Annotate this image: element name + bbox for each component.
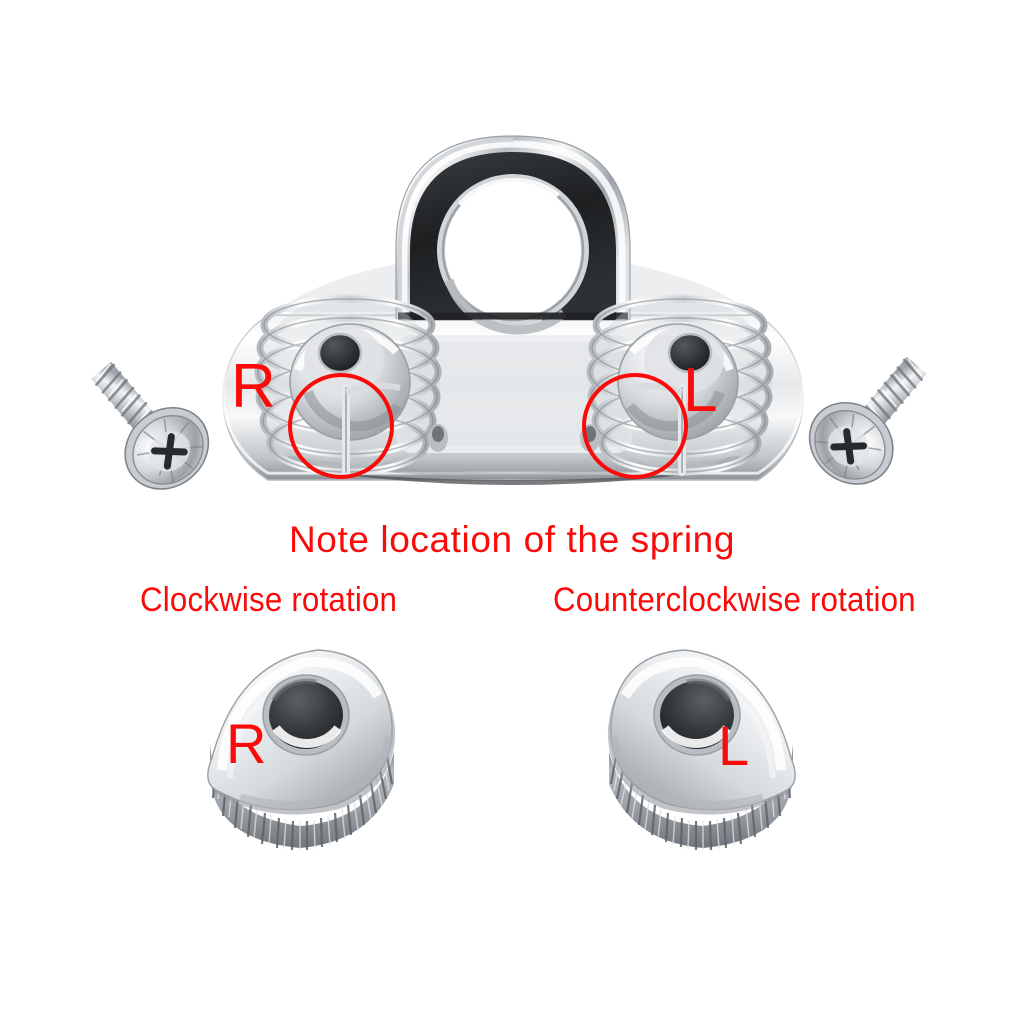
bracket-lifting-loop xyxy=(395,135,631,335)
marker-L-on-knob: L xyxy=(718,714,750,777)
annotation-circle-left-spring xyxy=(582,373,688,479)
knob-right-marked-illustration xyxy=(196,632,411,852)
screw-right-illustration xyxy=(800,330,950,495)
marker-R-on-knob: R xyxy=(226,712,267,775)
screw-left-illustration xyxy=(68,335,218,500)
marker-R-on-bracket: R xyxy=(231,352,276,421)
callout-counterclockwise-rotation: Counterclockwise rotation xyxy=(553,581,916,619)
annotation-circle-right-spring xyxy=(288,373,394,479)
marker-L-on-bracket: L xyxy=(683,356,718,425)
callout-clockwise-rotation: Clockwise rotation xyxy=(140,581,398,619)
knob-cap-face xyxy=(207,649,396,815)
knob-left-marked-illustration xyxy=(592,632,807,852)
callout-note-spring: Note location of the spring xyxy=(288,519,736,560)
knurled-skirt xyxy=(210,744,394,851)
